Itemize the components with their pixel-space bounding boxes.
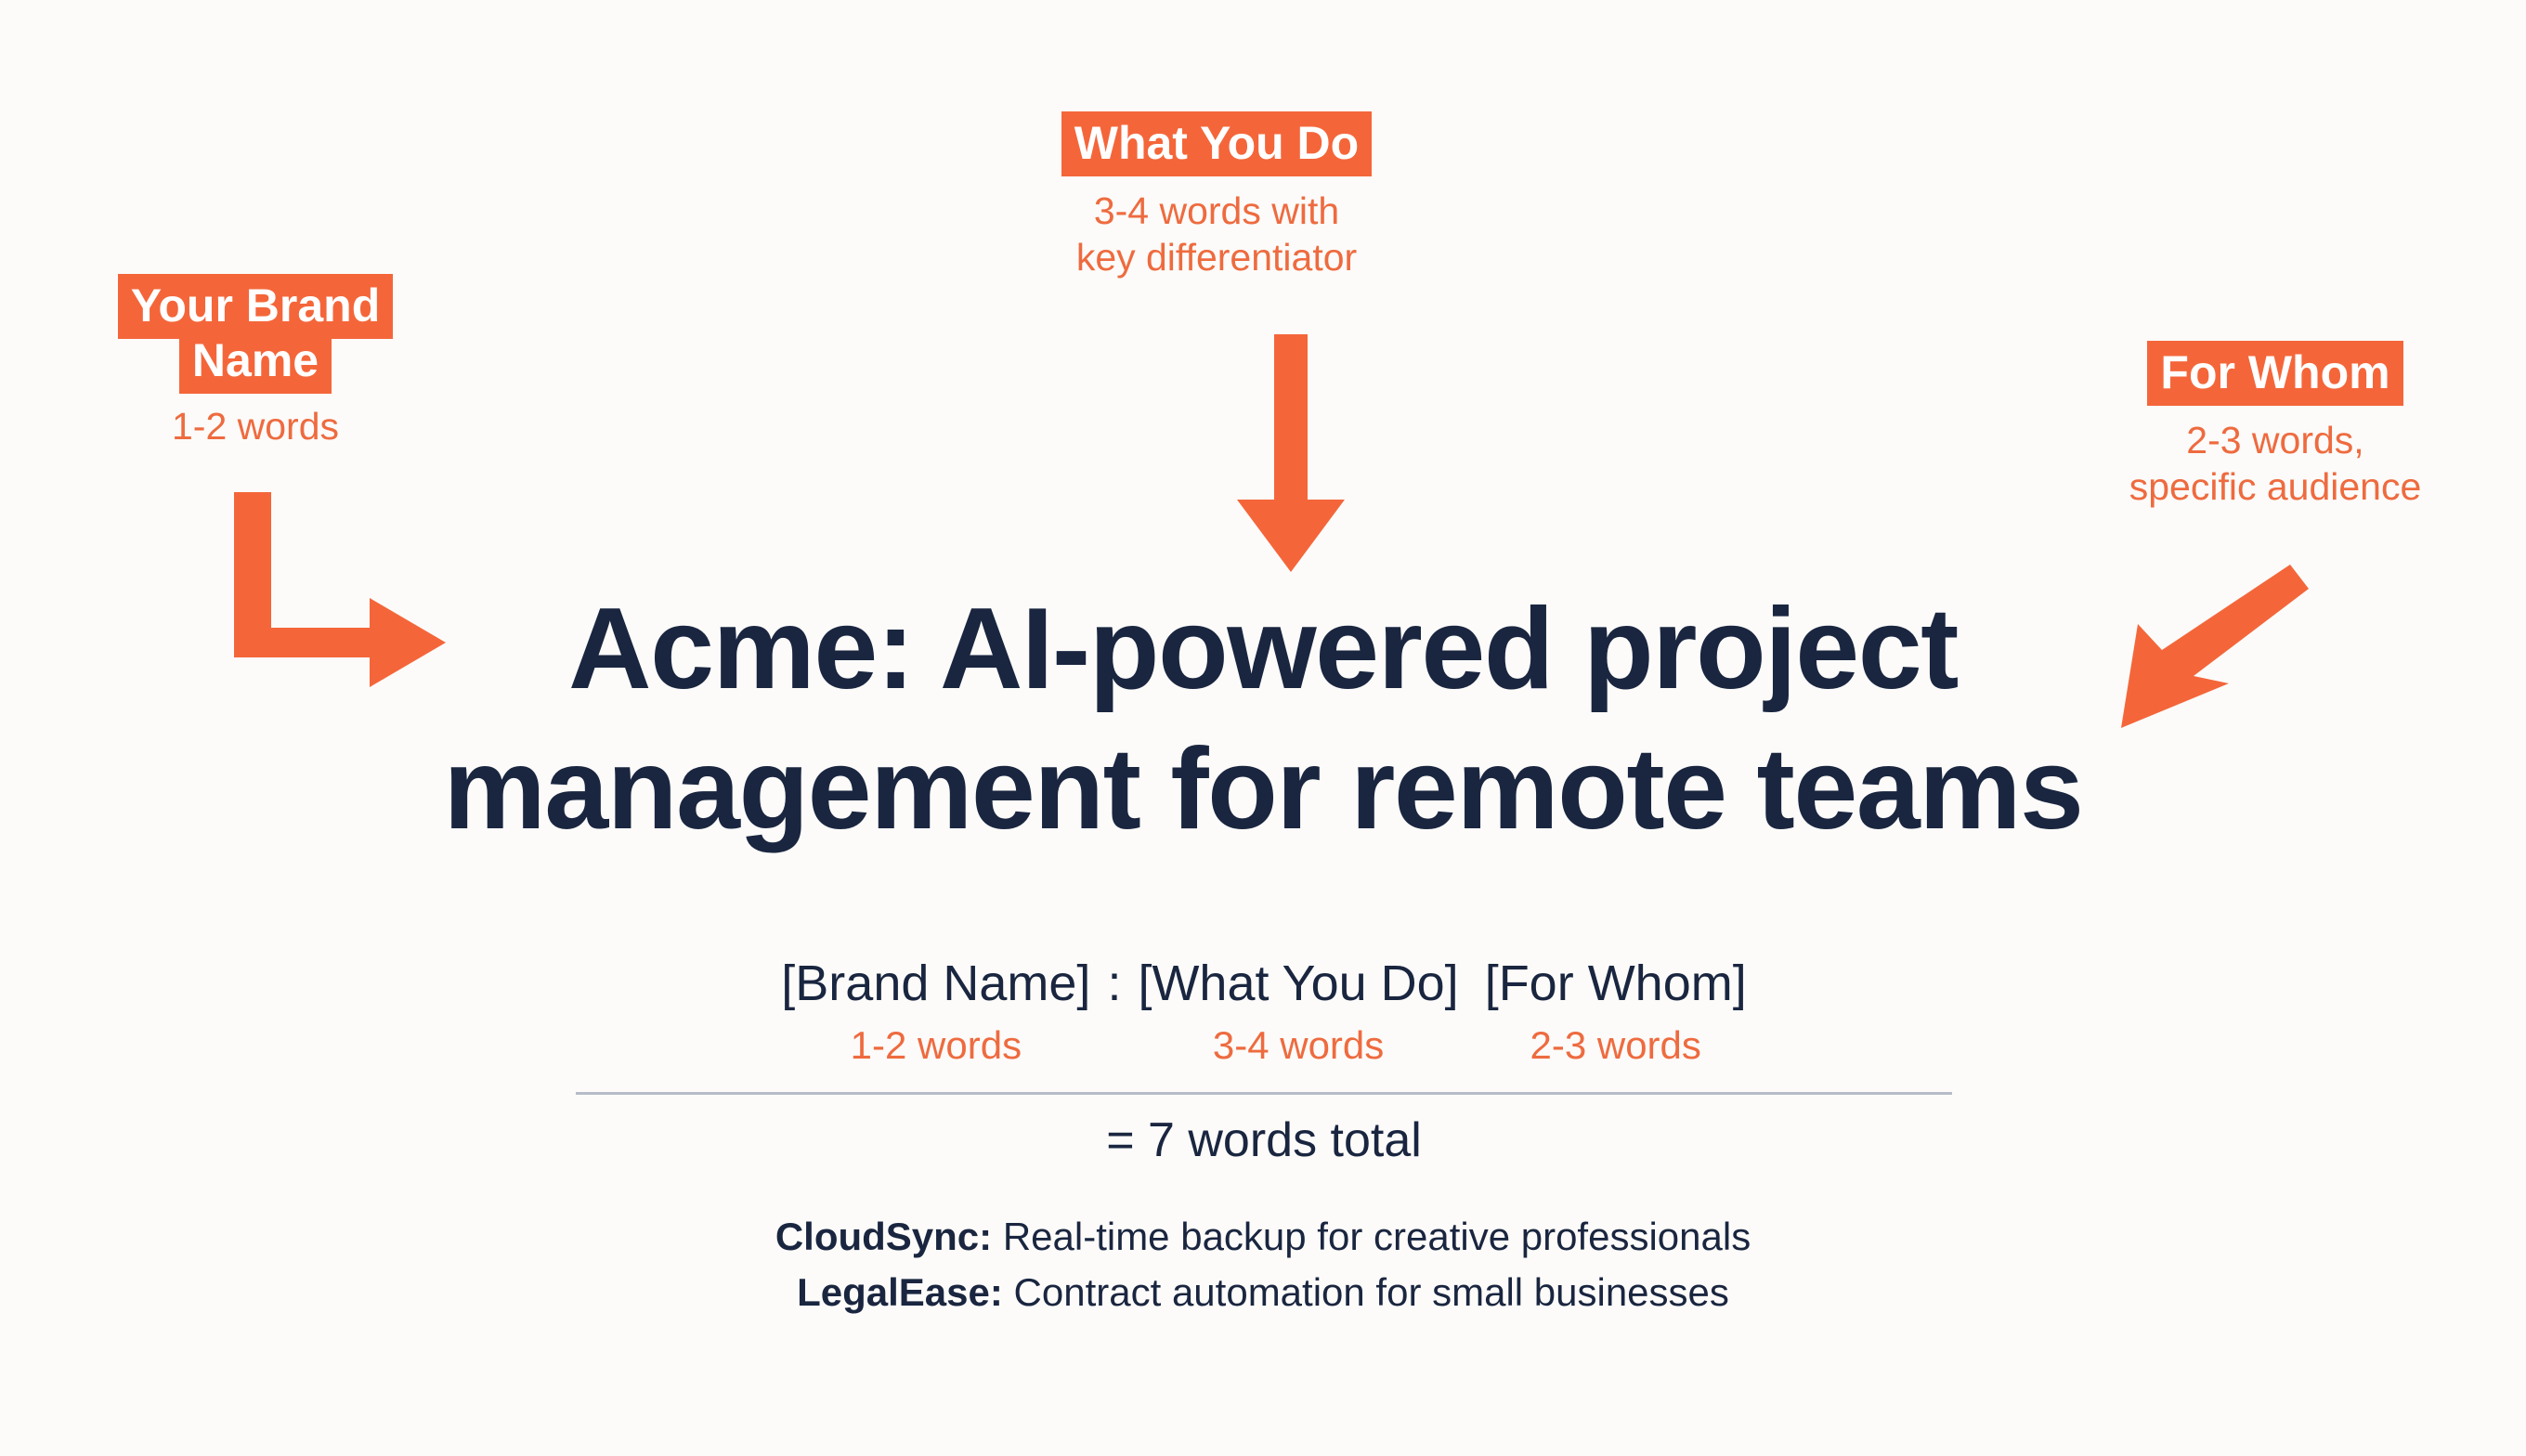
example-description: Contract automation for small businesses — [1002, 1269, 1729, 1314]
examples-list: CloudSync: Real-time backup for creative… — [0, 1209, 2526, 1320]
callout-for-whom: For Whom 2-3 words, specific audience — [2076, 341, 2475, 510]
formula-count-for-whom: 2-3 words — [1530, 1023, 1701, 1068]
callout-brand-name-chip: Your Brand Name — [117, 274, 394, 394]
callout-for-whom-chip: For Whom — [2147, 341, 2403, 406]
formula-separator: : — [1107, 956, 1122, 1011]
formula-count-brand-name: 1-2 words — [850, 1023, 1022, 1068]
callout-brand-name-chip-wrap: Your Brand Name — [80, 274, 431, 394]
headline-example: Acme: AI-powered project management for … — [0, 579, 2526, 861]
callout-what-you-do-chip: What You Do — [1061, 111, 1373, 176]
down-arrow-icon — [1237, 334, 1345, 572]
formula-part-brand-name: [Brand Name] 1-2 words — [781, 956, 1090, 1068]
callout-what-you-do-caption-line2: key differentiator — [1075, 236, 1358, 280]
headline-line-1: Acme: AI-powered project — [568, 585, 1959, 713]
callout-what-you-do-caption: 3-4 words with key differentiator — [1022, 188, 1412, 280]
callout-for-whom-chip-wrap: For Whom — [2076, 341, 2475, 406]
formula-row: [Brand Name] 1-2 words : [What You Do] 3… — [576, 956, 1952, 1068]
callout-for-whom-caption-line2: specific audience — [2129, 465, 2422, 509]
callout-for-whom-caption-line1: 2-3 words, — [2186, 419, 2364, 462]
example-row: CloudSync: Real-time backup for creative… — [0, 1209, 2526, 1265]
callout-what-you-do-caption-line1: 3-4 words with — [1093, 189, 1340, 232]
formula-part-what-you-do: [What You Do] 3-4 words — [1138, 956, 1458, 1068]
example-row: LegalEase: Contract automation for small… — [0, 1265, 2526, 1320]
callout-brand-name: Your Brand Name 1-2 words — [80, 274, 431, 449]
formula-token-brand-name: [Brand Name] — [781, 956, 1091, 1011]
formula-divider — [576, 1091, 1952, 1095]
diagonal-arrow-icon — [2121, 565, 2309, 728]
formula-count-what-you-do: 3-4 words — [1212, 1023, 1385, 1068]
callout-what-you-do: What You Do 3-4 words with key different… — [1022, 111, 1412, 280]
formula-part-for-whom: [For Whom] 2-3 words — [1485, 956, 1747, 1068]
headline-line-2: management for remote teams — [443, 725, 2084, 854]
example-brand-name: CloudSync: — [775, 1215, 993, 1258]
formula-total: = 7 words total — [1106, 1112, 1422, 1167]
elbow-arrow-icon — [234, 492, 446, 687]
callout-brand-name-caption: 1-2 words — [171, 405, 339, 448]
example-description: Real-time backup for creative profession… — [992, 1215, 1751, 1258]
example-brand-name: LegalEase: — [797, 1269, 1003, 1314]
formula-token-for-whom: [For Whom] — [1484, 956, 1747, 1011]
callout-what-you-do-chip-wrap: What You Do — [1022, 111, 1412, 176]
callout-for-whom-caption: 2-3 words, specific audience — [2076, 417, 2475, 510]
formula-token-what-you-do: [What You Do] — [1138, 956, 1459, 1011]
formula-block: [Brand Name] 1-2 words : [What You Do] 3… — [576, 956, 1952, 1168]
